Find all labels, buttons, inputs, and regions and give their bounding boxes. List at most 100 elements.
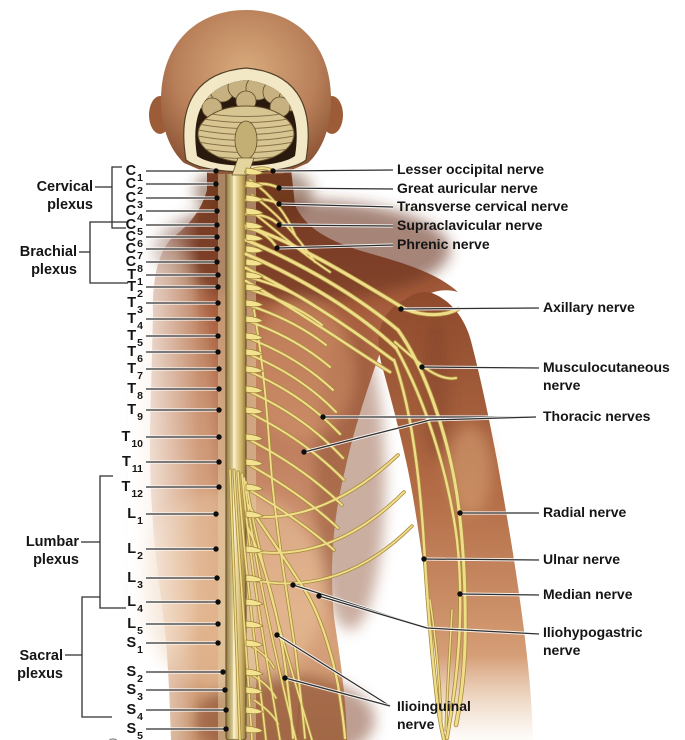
sacral-plexus-bracket [81, 596, 112, 718]
lesser-occipital-nerve-label-line: Lesser occipital nerve [397, 161, 545, 177]
nerve-root-T4 [245, 315, 264, 324]
leader-line [303, 416, 537, 453]
spinal-level-label-T1: T1 [127, 267, 143, 288]
spinal-level-label-T11: T11 [122, 454, 143, 475]
leader-dot [223, 707, 229, 713]
supraclavicular-nerve-label: Supraclavicular nerve [397, 217, 543, 235]
spinal-level-label-S5: S5 [126, 721, 143, 740]
leader-dot [282, 675, 288, 681]
great-auricular-nerve-label: Great auricular nerve [397, 180, 538, 198]
leader-line [318, 595, 428, 629]
leader-dot [213, 546, 219, 552]
leader-line [278, 224, 394, 227]
sacral-plexus-label-line: plexus [17, 666, 63, 682]
nerve-network [229, 167, 467, 740]
lumbar-plexus-label-line: Lumbar [25, 534, 79, 550]
leader-dot [274, 245, 280, 251]
musculocutaneous-nerve-label-line: nerve [543, 376, 581, 393]
lumbar-plexus-label-line: plexus [33, 552, 79, 568]
spinal-level-label-T6: T6 [127, 344, 143, 365]
spinal-level-label-T12: T12 [121, 479, 143, 500]
spinal-level-label-S1: S1 [126, 635, 143, 656]
nerve-root-L1 [245, 510, 264, 519]
spinal-level-label-T9: T9 [127, 402, 143, 423]
spinal-level-label-L1: L1 [127, 506, 143, 527]
radial-nerve-label: Radial nerve [543, 504, 626, 522]
axillary-nerve-label-line: Axillary nerve [543, 299, 635, 315]
leader-dot [214, 208, 220, 214]
leader-dot [215, 599, 221, 605]
leader-line [459, 593, 540, 596]
spinal-level-label-L3: L3 [127, 570, 143, 591]
leader-dot [214, 575, 220, 581]
leader-dot [215, 300, 221, 306]
leader-dot [421, 556, 427, 562]
ilioinguinal-nerve-label-line: Ilioinguinal [397, 698, 471, 714]
leader-dot [216, 434, 222, 440]
spinal-level-label-T7: T7 [127, 361, 143, 382]
leader-dot [223, 726, 229, 732]
nerve-root-L3 [245, 574, 264, 583]
thoracic-nerves-label: Thoracic nerves [543, 408, 650, 426]
nerve-root-T11 [245, 458, 264, 467]
nerve-root-S1 [245, 639, 264, 648]
ulnar-nerve-label-line: Ulnar nerve [543, 551, 621, 567]
leader-dot [214, 222, 220, 228]
leader-dot [222, 687, 228, 693]
leader-dot [290, 582, 296, 588]
leader-dot [216, 407, 222, 413]
cervical-plexus-label-line: Cervical [36, 179, 93, 195]
spinal-level-label-C3: C3 [125, 190, 143, 211]
spinal-level-label-L5: L5 [127, 616, 143, 637]
leader-dot [215, 316, 221, 322]
leader-dot [215, 640, 221, 646]
leader-dot [215, 621, 221, 627]
brachial-plexus-label-line: Brachial [19, 244, 77, 260]
nerve-root-S4 [245, 706, 264, 715]
nerve-root-T3 [245, 299, 264, 308]
leader-dot [270, 168, 276, 174]
cervical-plexus-bracket [111, 166, 126, 229]
leader-dot [457, 510, 463, 516]
leader-line [276, 634, 391, 707]
ilioinguinal-nerve-label-line: nerve [397, 715, 435, 732]
leader-lines [65, 168, 540, 732]
leader-dot [214, 234, 220, 240]
nerve-root-C2 [245, 180, 264, 189]
spinal-level-label-C4: C4 [125, 203, 143, 224]
leader-dot [220, 669, 226, 675]
leader-dot [276, 185, 282, 191]
nerve-root-T6 [245, 348, 264, 357]
supraclavicular-nerve-label-line: Supraclavicular nerve [397, 217, 543, 233]
leader-dot [215, 284, 221, 290]
leader-line [421, 366, 540, 369]
nerve-root-T7 [245, 365, 264, 374]
leader-line [400, 307, 540, 310]
transverse-cervical-nerve-label-line: Transverse cervical nerve [397, 198, 569, 214]
nerve-root-S3 [245, 686, 264, 695]
spinal-level-label-T5: T5 [127, 328, 143, 349]
iliohypogastric-nerve-label-line: nerve [543, 641, 581, 658]
nerve-root-L5 [245, 620, 264, 629]
lesser-occipital-nerve-label: Lesser occipital nerve [397, 161, 544, 179]
nerve-root-T1 [245, 271, 264, 280]
nerve-root-L2 [245, 545, 264, 554]
radial-nerve-label-line: Radial nerve [543, 504, 627, 520]
transverse-cervical-nerve-label: Transverse cervical nerve [397, 198, 568, 216]
nerve-root-T12 [245, 483, 264, 492]
leader-dot [213, 168, 219, 174]
leader-dot [316, 593, 322, 599]
nerve-root-T9 [245, 406, 264, 415]
phrenic-nerve-label: Phrenic nerve [397, 236, 490, 254]
leader-dot [215, 349, 221, 355]
nerve-root-T5 [245, 332, 264, 341]
leader-dot [215, 272, 221, 278]
spinal-level-label-T10: T10 [121, 429, 143, 450]
leader-line [278, 203, 394, 208]
spinal-level-label-S3: S3 [126, 682, 143, 703]
